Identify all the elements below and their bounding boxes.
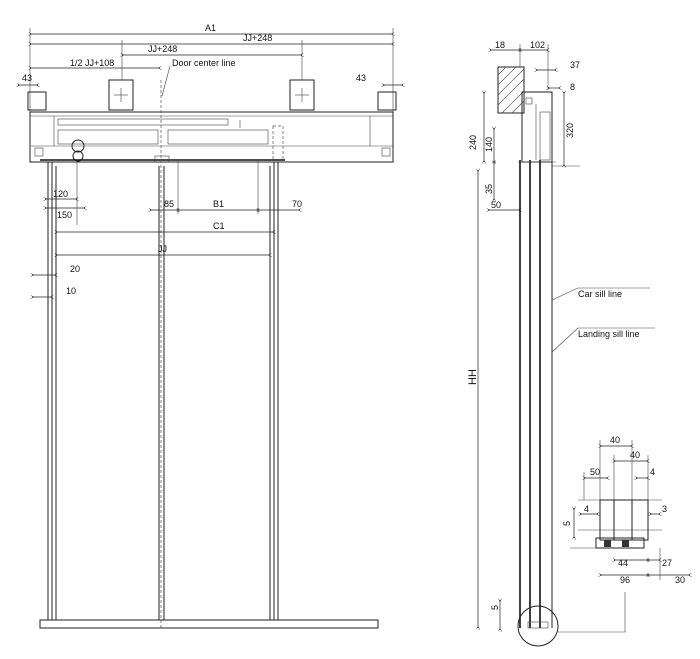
dim-50-sill: 50: [590, 467, 600, 477]
sill-detail-callout: [517, 605, 559, 647]
dim-5: 5: [490, 605, 500, 610]
dim-37: 37: [570, 60, 580, 70]
roller-left: [71, 139, 85, 153]
dim-10: 10: [66, 286, 76, 296]
dim-30: 30: [675, 575, 685, 585]
dim-jj: JJ: [158, 244, 167, 254]
dim-102: 102: [530, 40, 545, 50]
dim-jj248-top: JJ+248: [243, 33, 272, 43]
dim-44: 44: [618, 558, 628, 568]
dim-120: 120: [53, 189, 68, 199]
door-frame: [47, 161, 279, 621]
floor-sill: [39, 619, 379, 629]
label-car-sill-line: Car sill line: [578, 289, 622, 299]
dim-240: 240: [468, 135, 478, 150]
dim-8: 8: [570, 82, 575, 92]
dim-b1: B1: [213, 199, 224, 209]
dim-35: 35: [484, 184, 494, 194]
dim-hh: HH: [467, 369, 479, 385]
leader-door-center: [161, 65, 171, 97]
dim-40-mid: 40: [630, 450, 640, 460]
dim-20: 20: [70, 264, 80, 274]
side-view: 18 102 37 8 320 240 140 35 50 HH: [467, 40, 655, 647]
header-side: [521, 91, 553, 163]
sill-profile: [599, 499, 649, 541]
dim-half-jj-108: 1/2 JJ+108: [70, 58, 114, 68]
dim-jj248-mid: JJ+248: [148, 44, 177, 54]
sill-detail: 40 40 50 4 4 3 5 44 27 96 30: [562, 435, 690, 585]
slot-left: [27, 91, 47, 111]
dim-43-right: 43: [356, 73, 366, 83]
dim-a1: A1: [205, 23, 216, 33]
front-view: A1 JJ+248 JJ+248 1/2 JJ+108 Door center …: [18, 23, 403, 630]
dim-c1: C1: [213, 221, 225, 231]
dim-18: 18: [495, 40, 505, 50]
dim-85: 85: [164, 199, 174, 209]
sill-groove-left: [604, 540, 611, 547]
sill-groove-right: [622, 540, 629, 547]
dim-40-top: 40: [610, 435, 620, 445]
slot-right: [377, 91, 397, 111]
dim-4-left: 4: [584, 504, 589, 514]
dim-140: 140: [484, 137, 494, 152]
dim-70: 70: [292, 199, 302, 209]
label-door-center-line: Door center line: [172, 58, 236, 68]
dim-150: 150: [57, 210, 72, 220]
dim-5-sill: 5: [562, 521, 572, 526]
dim-96: 96: [620, 575, 630, 585]
dim-43-left: 43: [22, 73, 32, 83]
wall-block: [497, 66, 525, 114]
bracket-left: [108, 79, 134, 111]
dim-50: 50: [491, 200, 501, 210]
bracket-right: [289, 79, 315, 111]
dim-27: 27: [662, 558, 672, 568]
dim-3: 3: [662, 504, 667, 514]
sill-base: [595, 537, 645, 549]
label-landing-sill-line: Landing sill line: [578, 329, 640, 339]
dim-320: 320: [565, 123, 575, 138]
dim-4-top: 4: [650, 467, 655, 477]
door-header: [29, 111, 394, 163]
